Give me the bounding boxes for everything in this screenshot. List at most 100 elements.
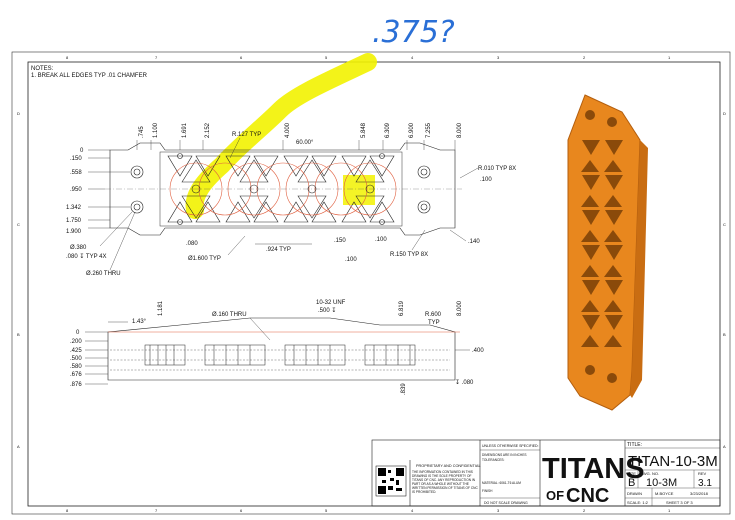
y-extension-lines	[88, 149, 130, 229]
handwritten-note: .375?	[372, 15, 455, 50]
tb-finish: FINISH	[482, 489, 493, 493]
zone-number: 6	[240, 55, 243, 60]
zone-number: 2	[583, 55, 586, 60]
zone-number: 2	[583, 508, 586, 513]
callout-150: .150	[334, 238, 346, 244]
zone-number: 5	[325, 55, 328, 60]
y-dim-label: .558	[70, 170, 82, 176]
zone-number: 3	[497, 508, 500, 513]
logo-of: OF	[546, 488, 564, 503]
zone-letter: D	[17, 111, 20, 116]
title-block: UNLESS OTHERWISE SPECIFIED: DIMENSIONS A…	[371, 439, 721, 507]
callout-angle: 60.00°	[296, 140, 314, 146]
highlighter-marks	[185, 53, 377, 219]
x-dim-label: 2.152	[205, 122, 211, 138]
side-r600: R.600	[425, 312, 442, 318]
tb-dims-in: DIMENSIONS ARE IN INCHES	[482, 453, 526, 457]
x-dim-label: .745	[139, 126, 145, 138]
logo-titans: TITANS	[542, 453, 645, 485]
zone-number: 4	[411, 508, 414, 513]
side-dim-6819: 6.819	[399, 300, 405, 316]
notes-header: NOTES:	[31, 66, 54, 72]
callout-r127: R.127 TYP	[232, 132, 261, 138]
zone-letter: C	[723, 222, 726, 227]
tb-drawn-label: DRAWN	[627, 491, 642, 496]
side-hidden-lines	[110, 349, 450, 371]
iso-part-render	[567, 94, 648, 411]
callout-080: .080	[186, 241, 198, 247]
callout-r010: R.010 TYP 8X	[478, 166, 516, 172]
tb-tolerances: TOLERANCES:	[482, 458, 505, 462]
x-dim-label: 6.900	[409, 122, 415, 138]
y-dim-label: 1.750	[66, 218, 82, 224]
triangle-pockets	[167, 155, 395, 223]
x-dim-label: 6.309	[385, 122, 391, 138]
side-y-dim: .876	[70, 382, 82, 388]
tb-title-label: TITLE:	[627, 442, 642, 448]
qr-code	[375, 465, 407, 497]
logo-cnc: CNC	[566, 485, 609, 507]
tb-sheet: SHEET 3 OF 3	[666, 500, 693, 505]
side-080: ↧ .080	[455, 379, 474, 386]
tb-proprietary-text-wrap: THE INFORMATION CONTAINED IN THIS DRAWIN…	[412, 470, 478, 494]
x-dim-label: 1.100	[153, 122, 159, 138]
callout-dia1600: Ø1.600 TYP	[188, 256, 221, 262]
side-y-dim: .200	[70, 339, 82, 345]
zone-letter: B	[723, 332, 726, 337]
side-y-dim: .676	[70, 372, 82, 378]
tb-proprietary-text: THE INFORMATION CONTAINED IN THIS DRAWIN…	[412, 470, 478, 494]
zone-number: 7	[155, 508, 158, 513]
side-angle: 1.43°	[132, 319, 147, 325]
tb-proprietary: PROPRIETARY AND CONFIDENTIAL	[416, 464, 481, 468]
y-dim-label: 1.900	[66, 229, 82, 235]
x-dim-label: 4.000	[285, 122, 291, 138]
top-view-outline	[109, 142, 456, 236]
tb-dwg: 10-3M	[646, 477, 677, 489]
y-dim-label: .150	[70, 156, 82, 162]
zone-letter: B	[17, 332, 20, 337]
zone-letter: C	[17, 222, 20, 227]
tb-unless: UNLESS OTHERWISE SPECIFIED:	[482, 444, 539, 448]
callout-100b: .100	[375, 237, 387, 243]
tb-dwg-label: DWG. NO.	[640, 471, 659, 476]
side-view: 0 .200 .425 .500 .580 .676 .876 1.43° 1.…	[70, 300, 484, 395]
callout-r150: R.150 TYP 8X	[390, 252, 428, 258]
y-dim-label: .950	[70, 187, 82, 193]
zone-letter: A	[723, 444, 726, 449]
side-y-dim: .500	[70, 356, 82, 362]
side-dim-1181: 1.181	[158, 300, 164, 316]
tb-size-label: SIZE	[627, 471, 636, 476]
side-y-dim: 0	[76, 330, 80, 336]
zone-number: 5	[325, 508, 328, 513]
notes-line: 1. BREAK ALL EDGES TYP .01 CHAMFER	[31, 73, 148, 79]
side-y-extension-lines	[85, 331, 108, 385]
x-extension-lines	[136, 140, 456, 150]
zone-numbers-bottom: 8 7 6 5 4 3 2 1	[66, 508, 671, 513]
tb-date: 3/23/2018	[690, 491, 709, 496]
tb-do-not-scale: DO NOT SCALE DRAWING	[484, 501, 528, 505]
zone-number: 6	[240, 508, 243, 513]
zone-letter: D	[723, 111, 726, 116]
side-y-dim: .425	[70, 348, 82, 354]
side-unf: 10-32 UNF	[316, 300, 346, 306]
zone-number: 7	[155, 55, 158, 60]
callout-100: .100	[480, 177, 492, 183]
side-y-dim: .580	[70, 364, 82, 370]
zone-numbers-top: 8 7 6 5 4 3 2 1	[66, 55, 671, 60]
y-dim-label: 1.342	[66, 205, 82, 211]
zone-number: 1	[668, 55, 671, 60]
callout-924: .924 TYP	[266, 247, 291, 253]
x-dim-label: 1.691	[182, 122, 188, 138]
tb-drawn-by: M.BOYCE	[655, 491, 674, 496]
corner-holes	[130, 165, 431, 214]
zone-number: 8	[66, 508, 69, 513]
callout-140: .140	[468, 239, 480, 245]
zone-number: 1	[668, 508, 671, 513]
tb-title: TITAN-10-3M	[628, 453, 718, 470]
side-839: .839	[401, 383, 407, 395]
y-dim-label: 0	[80, 148, 84, 154]
iso-pockets	[581, 110, 623, 383]
side-dim-8000: 8.000	[457, 300, 463, 316]
side-unf-depth: .500 ↧	[318, 307, 336, 314]
side-hatch	[149, 345, 411, 365]
